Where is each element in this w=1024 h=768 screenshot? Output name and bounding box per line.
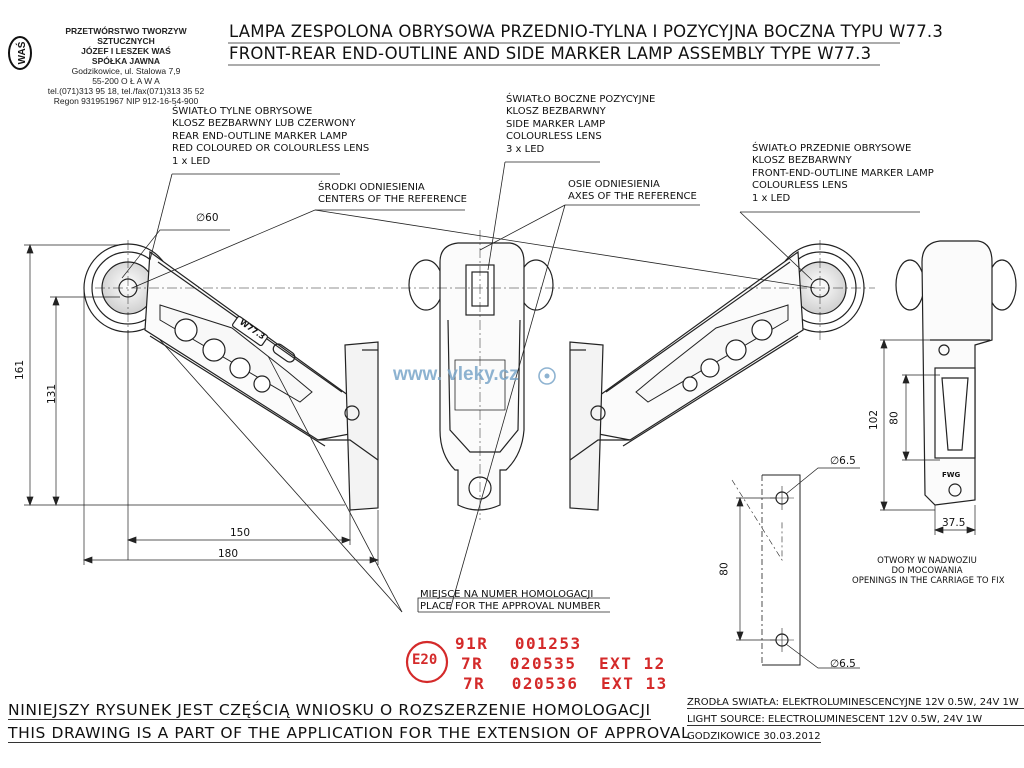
stamp-number: 020535 <box>509 654 577 673</box>
dimension-131: 131 <box>46 383 59 405</box>
approval-mark: E20 <box>412 652 438 668</box>
label-line: SIDE MARKER LAMP <box>506 118 606 130</box>
label-openings: OTWORY W NADWOZIU DO MOCOWANIA OPENINGS … <box>852 556 1005 586</box>
footer-en: THIS DRAWING IS A PART OF THE APPLICATIO… <box>8 724 691 743</box>
dimension-80-holes: 80 <box>718 562 731 576</box>
label-line: OSIE ODNIESIENIA <box>568 179 660 190</box>
wheel-icon <box>538 367 556 385</box>
label-line: DO MOCOWANIA <box>891 566 963 576</box>
mounting-holes-view <box>731 474 801 666</box>
label-line: ŚWIATŁO BOCZNE POZYCYJNE <box>506 94 656 105</box>
label-line: 3 x LED <box>506 143 545 155</box>
company-line: JÓZEF I LESZEK WAŚ <box>81 46 171 56</box>
company-line: 55-200 O Ł A W A <box>92 76 160 86</box>
label-line: ŚWIATŁO TYLNE OBRYSOWE <box>172 106 313 117</box>
company-line: Godzikowice, ul. Stalowa 7,9 <box>71 66 181 76</box>
dimension-d6-5-bottom: ∅6.5 <box>830 658 856 670</box>
approval-stamp: 91R 001253 7R 020535 EXT 12 7R 020536 EX… <box>455 634 668 694</box>
stamp-ext: EXT 12 <box>598 654 666 673</box>
watermark: www. vleky.cz <box>393 364 519 385</box>
label-line: REAR END-OUTLINE MARKER LAMP <box>172 130 348 142</box>
company-line: tel.(071)313 95 18, tel./fax(071)313 35 … <box>47 86 205 96</box>
title-pl: LAMPA ZESPOLONA OBRYSOWA PRZEDNIO-TYLNA … <box>229 22 944 41</box>
label-line: OPENINGS IN THE CARRIAGE TO FIX <box>852 576 1005 586</box>
label-line: ŚRODKI ODNIESIENIA <box>318 182 425 193</box>
dimension-180: 180 <box>218 548 239 560</box>
stamp-code: 91R <box>455 634 489 653</box>
dimension-102: 102 <box>868 409 881 431</box>
stamp-code: 7R <box>463 674 486 693</box>
label-front: ŚWIATŁO PRZEDNIE OBRYSOWE KLOSZ BEZBARWN… <box>752 143 934 205</box>
stamp-line: 91R 001253 <box>455 634 668 654</box>
label-centers: ŚRODKI ODNIESIENIA CENTERS OF THE REFERE… <box>318 182 467 207</box>
stamp-number: 001253 <box>514 634 582 653</box>
label-line: MIEJSCE NA NUMER HOMOLOGACJI <box>420 589 594 600</box>
label-axes: OSIE ODNIESIENIA AXES OF THE REFERENCE <box>568 179 697 204</box>
label-line: OTWORY W NADWOZIU <box>877 556 977 566</box>
dimension-150: 150 <box>230 527 251 539</box>
dimension-d6-5-top: ∅6.5 <box>830 455 856 467</box>
company-line: SPÓŁKA JAWNA <box>91 56 161 66</box>
company-line: Regon 931951967 NIP 912-16-54-900 <box>53 96 199 106</box>
stamp-code: 7R <box>461 654 484 673</box>
dimension-lines <box>24 229 976 669</box>
stamp-line: 7R 020535 EXT 12 <box>455 654 668 674</box>
label-line: ŚWIATŁO PRZEDNIE OBRYSOWE <box>752 143 912 154</box>
label-line: CENTERS OF THE REFERENCE <box>318 194 467 206</box>
right-side-view <box>895 240 1017 506</box>
stamp-line: 7R 020536 EXT 13 <box>455 674 668 694</box>
dimension-d60: ∅60 <box>196 212 219 224</box>
company-logo: WAŚ <box>8 36 32 70</box>
dimension-37-5: 37.5 <box>942 517 966 529</box>
left-arm-view <box>83 243 379 511</box>
label-line: KLOSZ BEZBARWNY <box>752 155 852 167</box>
part-maker-mark: FWG <box>942 471 961 479</box>
leader-lines <box>95 161 920 613</box>
footer-date: GODZIKOWICE 30.03.2012 <box>687 731 821 743</box>
company-block: PRZETWÓRSTWO TWORZYW SZTUCZNYCH JÓZEF I … <box>36 26 216 106</box>
label-approval-place: MIEJSCE NA NUMER HOMOLOGACJI PLACE FOR T… <box>420 589 601 614</box>
svg-text:WAŚ: WAŚ <box>15 41 28 64</box>
label-line: PLACE FOR THE APPROVAL NUMBER <box>420 601 601 613</box>
footer-light-pl: ŹRÓDŁA ŚWIATŁA: ELEKTROLUMINESCENCYJNE 1… <box>687 697 1024 709</box>
label-line: COLOURLESS LENS <box>752 180 848 192</box>
label-rear: ŚWIATŁO TYLNE OBRYSOWE KLOSZ BEZBARWNY L… <box>172 106 369 168</box>
label-line: RED COLOURED OR COLOURLESS LENS <box>172 143 370 155</box>
dimension-80-side: 80 <box>888 411 901 425</box>
stamp-ext: EXT 13 <box>600 674 668 693</box>
footer-light-en: LIGHT SOURCE: ELECTROLUMINESCENT 12V 0.5… <box>687 714 1024 726</box>
footer-pl: NINIEJSZY RYSUNEK JEST CZĘŚCIĄ WNIOSKU O… <box>8 701 651 720</box>
label-line: AXES OF THE REFERENCE <box>568 191 697 203</box>
label-line: KLOSZ BEZBARWNY <box>506 106 606 118</box>
label-side: ŚWIATŁO BOCZNE POZYCYJNE KLOSZ BEZBARWNY… <box>506 94 655 156</box>
company-line: PRZETWÓRSTWO TWORZYW SZTUCZNYCH <box>65 26 187 46</box>
dimension-161: 161 <box>14 359 27 381</box>
label-line: KLOSZ BEZBARWNY LUB CZERWONY <box>172 118 356 130</box>
label-line: 1 x LED <box>752 192 791 204</box>
stamp-number: 020536 <box>511 674 579 693</box>
label-line: COLOURLESS LENS <box>506 131 602 143</box>
label-line: FRONT-END-OUTLINE MARKER LAMP <box>752 167 934 179</box>
title-en: FRONT-REAR END-OUTLINE AND SIDE MARKER L… <box>229 44 872 63</box>
label-line: 1 x LED <box>172 155 211 167</box>
